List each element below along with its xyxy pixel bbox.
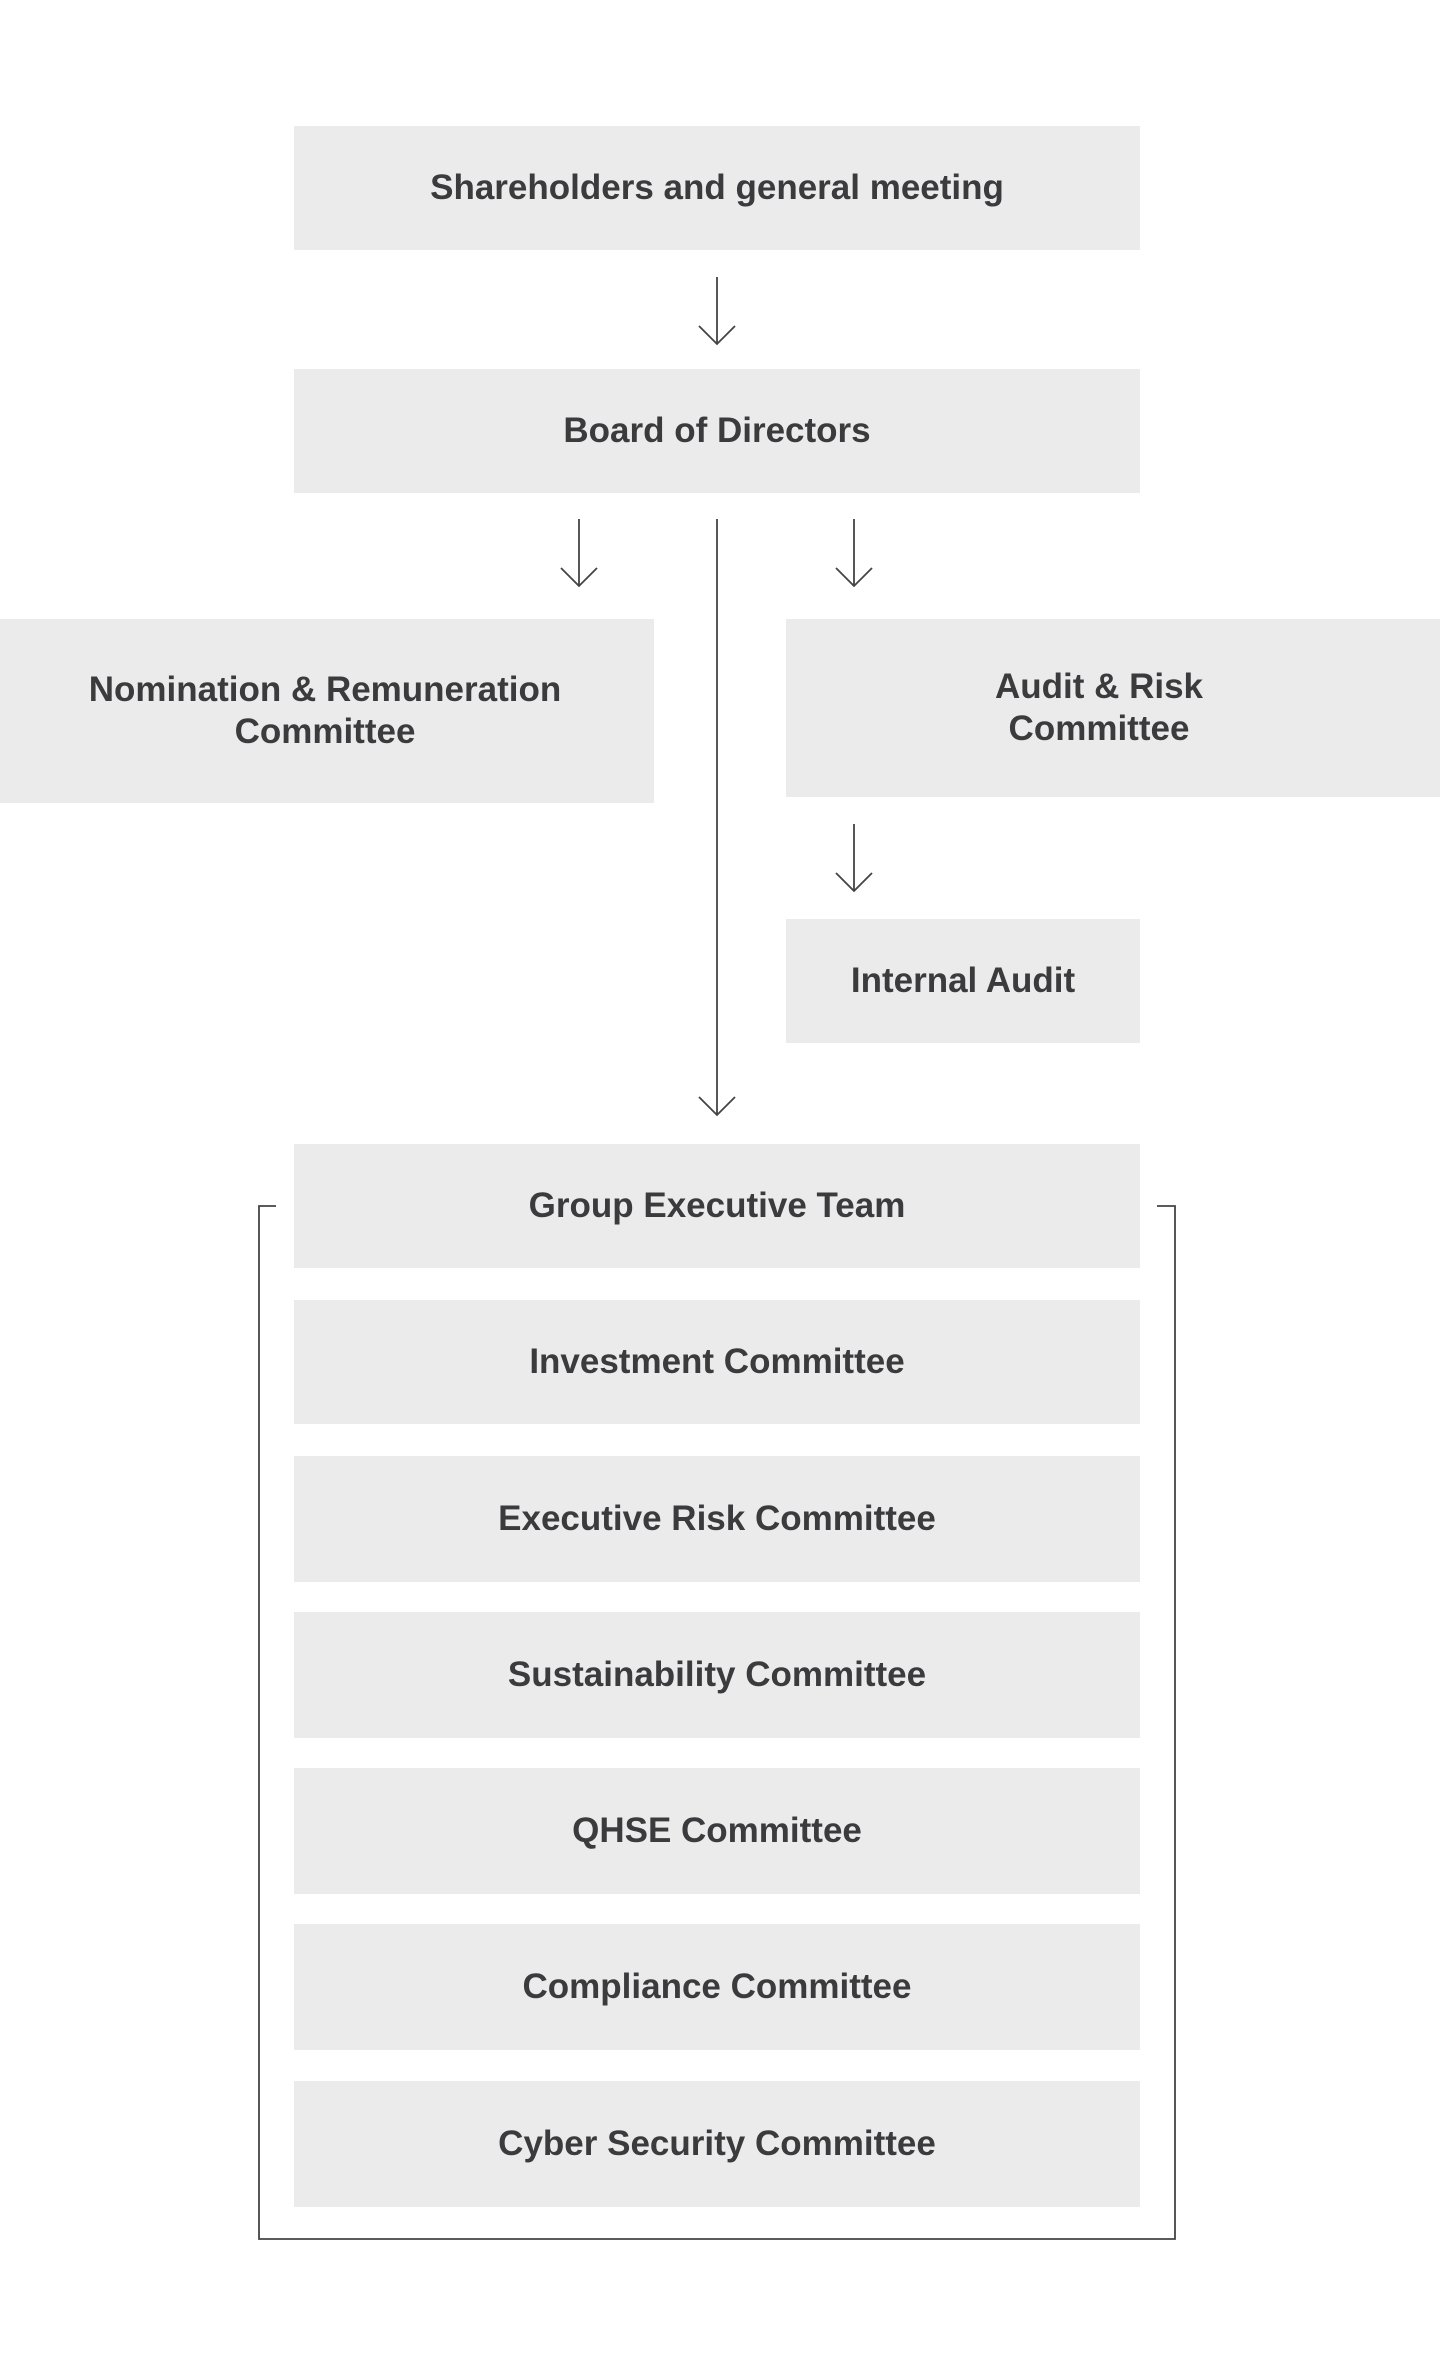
arrow-audit-risk-to-internal-audit xyxy=(835,824,873,893)
node-label: Internal Audit xyxy=(850,961,1076,1000)
node-label: Group Executive Team xyxy=(528,1186,906,1225)
node-group-executive-team: Group Executive Team xyxy=(294,1144,1140,1268)
node-label: Shareholders and general meeting xyxy=(430,168,1004,207)
arrow-board-to-audit-risk xyxy=(835,519,873,588)
node-label: Compliance Committee xyxy=(522,1967,912,2006)
arrow-board-to-group-executive xyxy=(698,519,736,1117)
node-label: Nomination & Remuneration Committee xyxy=(88,670,562,751)
node-executive-risk-committee: Executive Risk Committee xyxy=(294,1456,1140,1582)
node-label: QHSE Committee xyxy=(572,1811,862,1850)
arrow-board-to-nomination xyxy=(560,519,598,588)
node-internal-audit: Internal Audit xyxy=(786,919,1140,1043)
node-qhse-committee: QHSE Committee xyxy=(294,1768,1140,1894)
node-label: Sustainability Committee xyxy=(507,1655,927,1694)
node-label: Cyber Security Committee xyxy=(498,2124,936,2163)
node-investment-committee: Investment Committee xyxy=(294,1300,1140,1424)
executive-group-bracket xyxy=(258,1205,1176,2240)
node-compliance-committee: Compliance Committee xyxy=(294,1924,1140,2050)
node-label: Audit & Risk Committee xyxy=(994,667,1204,748)
arrow-shareholders-to-board xyxy=(698,277,736,346)
node-shareholders-general-meeting: Shareholders and general meeting xyxy=(294,126,1140,250)
node-label: Executive Risk Committee xyxy=(498,1499,936,1538)
node-label: Board of Directors xyxy=(563,411,871,450)
node-sustainability-committee: Sustainability Committee xyxy=(294,1612,1140,1738)
node-audit-risk-committee: Audit & Risk Committee xyxy=(786,619,1440,797)
node-cyber-security-committee: Cyber Security Committee xyxy=(294,2081,1140,2207)
node-nomination-remuneration-committee: Nomination & Remuneration Committee xyxy=(0,619,654,803)
node-board-of-directors: Board of Directors xyxy=(294,369,1140,493)
node-label: Investment Committee xyxy=(529,1342,905,1381)
